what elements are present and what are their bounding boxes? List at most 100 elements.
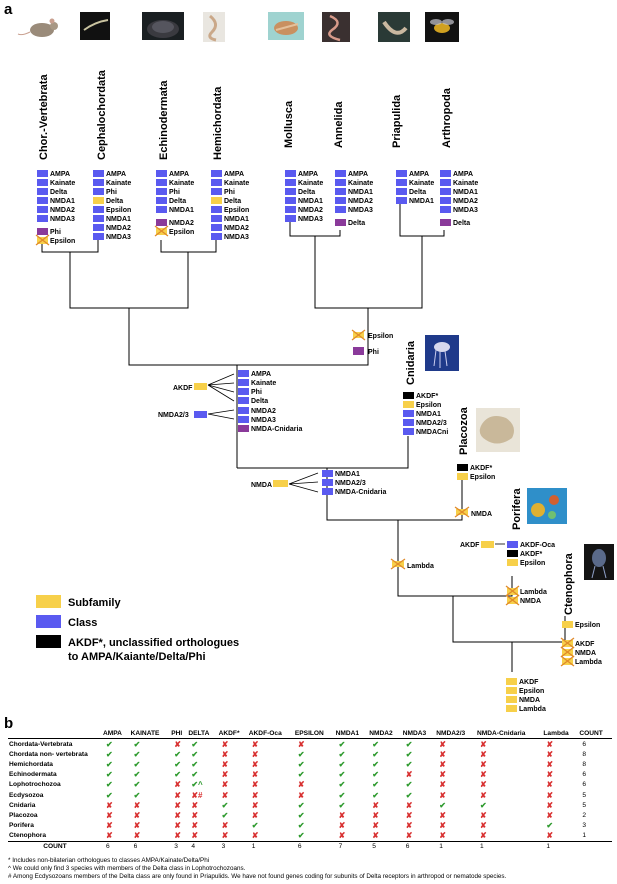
cross-icon: ✘ [439,749,446,759]
cross-icon: ✘ [174,790,181,800]
column-count: 3 [217,840,248,853]
gene-label: Delta [348,220,365,227]
gene-swatch [285,179,296,186]
check-icon: ✔ [297,759,305,769]
table-row: Placozoa✘✘✘✘✔✘✔✘✘✘✘✘✘2 [8,810,612,820]
cross-icon: ✘ [133,831,141,841]
table-cell: ✘ [335,821,369,831]
column-header: NMDA1 [334,728,369,739]
gene-label: NMDA2 [348,198,373,205]
gene-swatch [37,228,48,235]
check-icon: ✔ [405,790,413,800]
table-row: Lophotrochozoa✔✔✘✔^✘✘✘✔✔✔✘✘✘6 [8,780,612,790]
row-count: 1 [582,832,586,840]
gene-label: Phi [224,189,235,196]
gene-swatch [285,188,296,195]
taxon-echinodermata: Echinodermata [158,80,170,160]
nmda-subfamily-marker: NMDA [251,480,288,489]
gene-swatch [562,621,573,628]
row-label: Hemichordata [9,760,53,768]
gene-swatch [238,425,249,432]
table-cell: ✘ [368,821,402,831]
table-cell: ✘ [187,810,217,820]
row-label: Ctenophora [9,832,46,840]
cross-icon: ✘ [480,821,487,831]
acorn-worm-photo [203,12,225,42]
column-header: COUNT [578,728,612,739]
row-label: Lophotrochozoa [9,781,61,789]
cross-icon: ✘ [251,739,259,749]
gene-label: Kainate [348,180,373,187]
cross-icon: ✘ [405,810,413,820]
column-count: 1 [476,840,543,853]
gene-label: NMDA1 [106,216,131,223]
nmda23-event-label: NMDA2/3 [158,412,189,419]
column-count: 6 [129,840,171,853]
gene-swatch [211,215,222,222]
gene-swatch [457,473,468,480]
cross-icon: ✘ [372,800,379,810]
table-cell: ✘ [170,810,187,820]
cross-icon: ✘ [174,810,181,820]
gene-label: Lambda [520,589,547,596]
table-cell: ✔ [187,759,217,769]
table-cell: ✘ [130,800,171,810]
gene-label: NMDA1 [409,198,434,205]
table-cell: ✘ [435,759,476,769]
table-cell: ✘ [435,780,476,790]
table-cell: ✘ [542,810,578,820]
gene-swatch [403,392,414,399]
epsilon-loss-marker: Epsilon [351,329,393,341]
check-icon: ✔ [338,749,346,759]
gene-label: AMPA [106,171,126,178]
table-cell: ✔ [368,759,402,769]
akdf-oca-origin-marker: AKDF [460,541,494,549]
cross-icon: ✘ [106,800,113,810]
table-cell: ✘ [218,770,248,780]
cross-icon: ✘ [439,831,446,841]
table-cell: ✘ [476,749,542,759]
column-count: 1 [542,840,579,853]
table-cell: ✘ [248,780,294,790]
table-cell: ✘ [542,790,578,800]
row-count: 2 [582,811,586,819]
cross-icon: ✘ [251,831,259,841]
gene-swatch [93,179,104,186]
check-icon: ✔ [191,759,199,769]
gene-label: NMDA1 [50,198,75,205]
table-cell: ✔ [102,770,130,780]
cross-icon: ✘ [251,770,259,780]
table-cell: ✘ [294,780,335,790]
check-icon: ✔ [546,821,554,831]
gene-swatch [507,550,518,557]
table-cell: ✔ [130,759,171,769]
check-icon: ✔ [338,759,346,769]
table-cell: ✔ [435,800,476,810]
table-cell: ✘ [542,831,578,842]
snail-photo [268,12,304,40]
table-cell: ✘ [335,831,369,842]
cross-icon: ✘ [191,810,199,820]
gene-label: Kainate [106,180,131,187]
table-cell: ✔ [218,810,248,820]
table-cell: ✔ [368,790,402,800]
gene-swatch [335,219,346,226]
gene-label: NMDA2 [169,220,194,227]
nmda-placozoa-loss-marker: NMDA [454,506,492,518]
check-icon: ✔ [372,770,379,780]
row-count: 8 [582,750,586,758]
gene-swatch [285,197,296,204]
column-count: 3 [170,840,188,853]
table-cell: ✘ [402,831,436,842]
cross-icon: ✘ [191,831,199,841]
annelid-photo [322,12,350,42]
gene-swatch [440,188,451,195]
row-label: Echinodermata [9,771,57,779]
loss-cross-icon [505,585,520,597]
loss-cross-icon [505,594,520,606]
column-header: DELTA [187,728,218,739]
footnotes: * Includes non-bilaterian orthologues to… [8,857,613,881]
row-label: Chordata-Vertebrata [9,740,73,748]
